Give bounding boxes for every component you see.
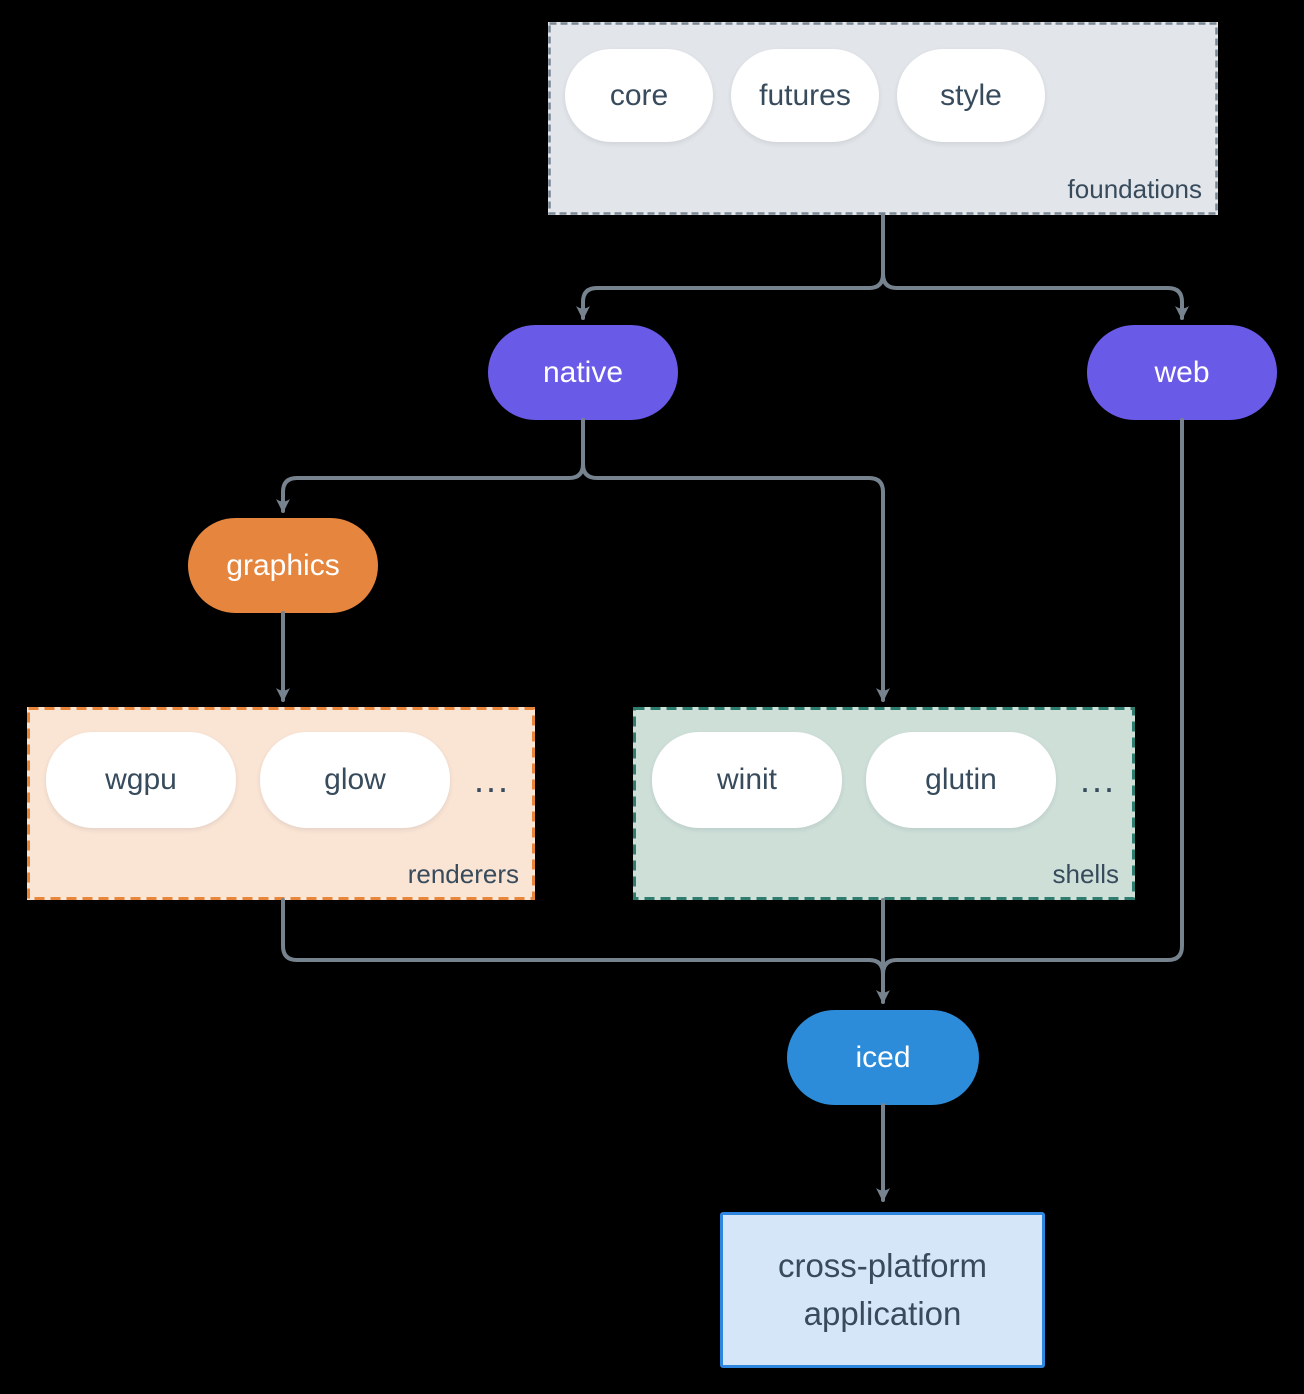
connector-foundations-native [576, 213, 885, 320]
node-graphics: graphics [188, 518, 378, 613]
foundations-label: foundations [1067, 174, 1202, 204]
pill-futures-label: futures [759, 78, 851, 112]
pill-glutin: glutin [866, 732, 1056, 828]
renderers-pill-row: wgpu glow ... [27, 707, 535, 828]
node-web-label: web [1154, 355, 1210, 389]
pill-style: style [897, 49, 1045, 142]
pill-style-label: style [940, 78, 1002, 112]
shells-group: winit glutin ... shells [633, 707, 1135, 900]
node-iced: iced [787, 1010, 979, 1105]
foundations-pill-row: core futures style [548, 22, 1218, 142]
pill-core-label: core [609, 78, 669, 112]
node-iced-label: iced [855, 1040, 911, 1074]
connector-native-graphics [276, 418, 585, 513]
node-native-label: native [542, 355, 624, 389]
pill-glow: glow [260, 732, 450, 828]
pill-wgpu-label: wgpu [105, 763, 177, 796]
shells-label: shells [1052, 859, 1119, 889]
pill-futures: futures [731, 49, 879, 142]
renderers-group: wgpu glow ... renderers [27, 707, 535, 900]
cross-platform-application-label: cross-platform application [777, 1247, 988, 1332]
pill-core: core [565, 49, 713, 142]
node-web: web [1087, 325, 1277, 420]
pill-wgpu: wgpu [46, 732, 236, 828]
node-native: native [488, 325, 678, 420]
renderers-label: renderers [407, 859, 519, 889]
pill-winit-label: winit [716, 763, 777, 796]
node-graphics-label: graphics [226, 548, 340, 582]
shells-ellipsis: ... [1080, 759, 1117, 800]
cross-platform-application-box: cross-platform application [720, 1212, 1045, 1368]
pill-glutin-label: glutin [925, 763, 997, 796]
shells-pill-row: winit glutin ... [633, 707, 1135, 828]
connector-renderers-iced [281, 898, 885, 982]
foundations-group: core futures style foundations [548, 22, 1218, 215]
pill-winit: winit [652, 732, 842, 828]
connector-foundations-web [881, 213, 1189, 320]
pill-glow-label: glow [324, 763, 386, 796]
renderers-ellipsis: ... [474, 759, 511, 800]
connector-native-shells [581, 418, 890, 702]
